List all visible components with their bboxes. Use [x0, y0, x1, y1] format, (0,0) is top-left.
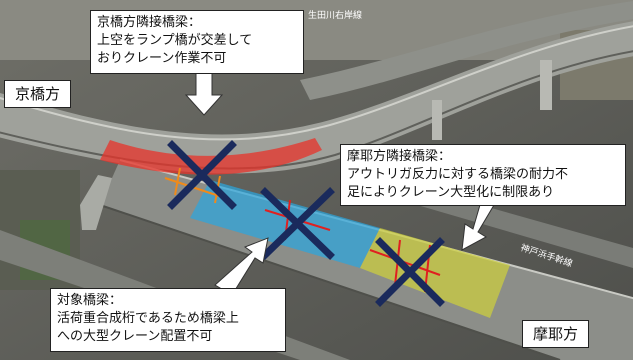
callout-target-line2: への大型クレーン配置不可: [57, 329, 213, 344]
callout-target-title: 対象橋梁：: [57, 293, 123, 308]
callout-kyobashi-adjacent: 京橋方隣接橋梁： 上空をランプ橋が交差して おりクレーン作業不可: [90, 10, 304, 74]
callout-masaya-line1: アウトリガ反力に対する橋梁の耐力不: [347, 167, 569, 182]
callout-masaya-line2: 足によりクレーン大型化に制限あり: [347, 185, 555, 200]
road-label-top: 生田川右岸線: [308, 9, 362, 21]
callout-kyobashi-line2: おりクレーン作業不可: [97, 51, 227, 66]
label-kyobashi: 京橋方: [4, 80, 72, 108]
callout-masaya-title: 摩耶方隣接橋梁：: [347, 149, 452, 164]
callout-target-line1: 活荷重合成桁であるため橋梁上: [57, 311, 239, 326]
callout-masaya-adjacent: 摩耶方隣接橋梁： アウトリガ反力に対する橋梁の耐力不 足によりクレーン大型化に制…: [340, 144, 626, 206]
callout-kyobashi-line1: 上空をランプ橋が交差して: [97, 33, 253, 48]
label-masaya: 摩耶方: [522, 320, 590, 348]
callout-target-bridge: 対象橋梁： 活荷重合成桁であるため橋梁上 への大型クレーン配置不可: [50, 288, 286, 352]
callout-kyobashi-title: 京橋方隣接橋梁：: [97, 15, 202, 30]
